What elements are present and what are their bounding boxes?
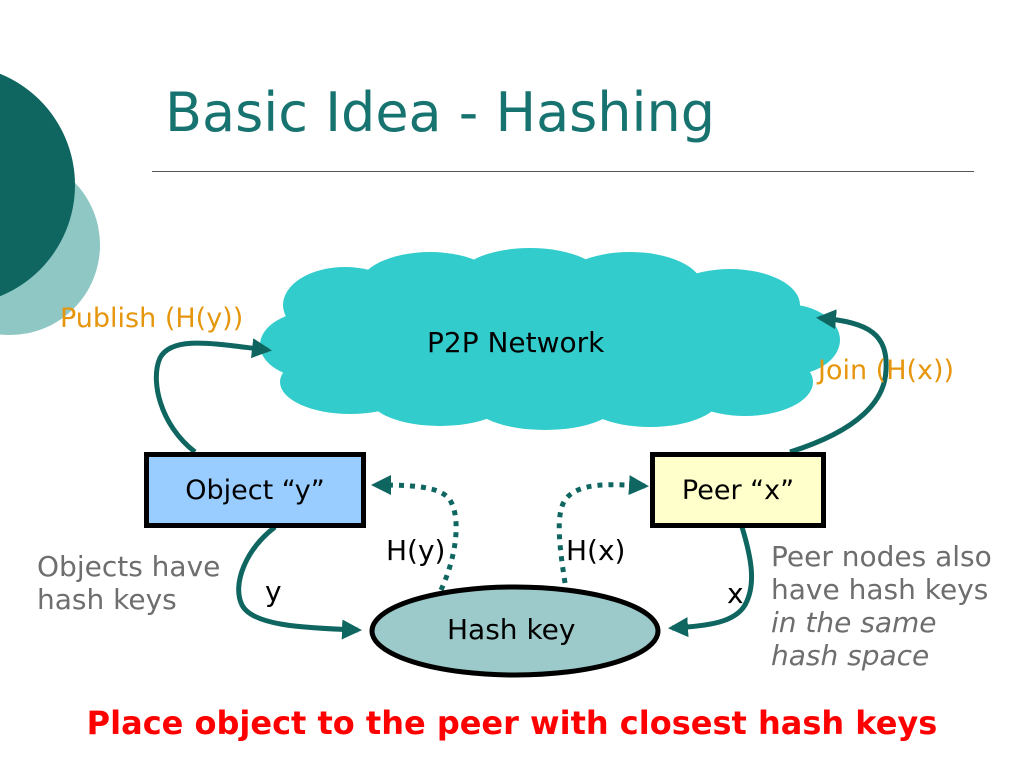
- slide-title: Basic Idea - Hashing: [165, 81, 716, 144]
- objects-note-line-2: hash keys: [37, 583, 177, 617]
- peer-note-line-1: Peer nodes also: [771, 540, 992, 573]
- hy-dotted-arrow: [371, 475, 459, 592]
- hash-key-ellipse: [369, 584, 661, 678]
- peer-note-line-2: have hash keys: [771, 573, 989, 607]
- p2p-network-cloud: [260, 248, 840, 430]
- hy-label: H(y): [386, 534, 446, 567]
- decorative-circles: [0, 73, 100, 335]
- peer-note: Peer nodes also have hash keys in the sa…: [771, 540, 992, 672]
- hx-label: H(x): [566, 534, 626, 567]
- title-divider: [152, 171, 974, 172]
- peer-x-box: Peer “x”: [650, 452, 826, 528]
- y-label: y: [265, 575, 282, 608]
- publish-arrow: [153, 338, 272, 454]
- peer-x-arrow: [668, 526, 755, 638]
- peer-note-line-3: in the same: [771, 606, 937, 640]
- peer-note-line-4: hash space: [771, 639, 930, 673]
- hash-key-label: Hash key: [447, 613, 576, 646]
- objects-note: Objects have hash keys: [37, 550, 220, 616]
- object-y-arrow: [236, 525, 362, 640]
- join-label: Join (H(x)): [818, 355, 955, 386]
- p2p-network-label: P2P Network: [427, 326, 605, 359]
- object-y-label: Object “y”: [185, 474, 325, 506]
- object-y-box: Object “y”: [144, 452, 366, 528]
- conclusion-text: Place object to the peer with closest ha…: [86, 704, 938, 742]
- x-label: x: [727, 577, 744, 610]
- dark-teal-circle: [0, 73, 75, 297]
- join-arrow: [789, 309, 889, 455]
- peer-x-label: Peer “x”: [681, 474, 795, 506]
- objects-note-line-1: Objects have: [37, 550, 221, 583]
- publish-label: Publish (H(y)): [60, 303, 244, 334]
